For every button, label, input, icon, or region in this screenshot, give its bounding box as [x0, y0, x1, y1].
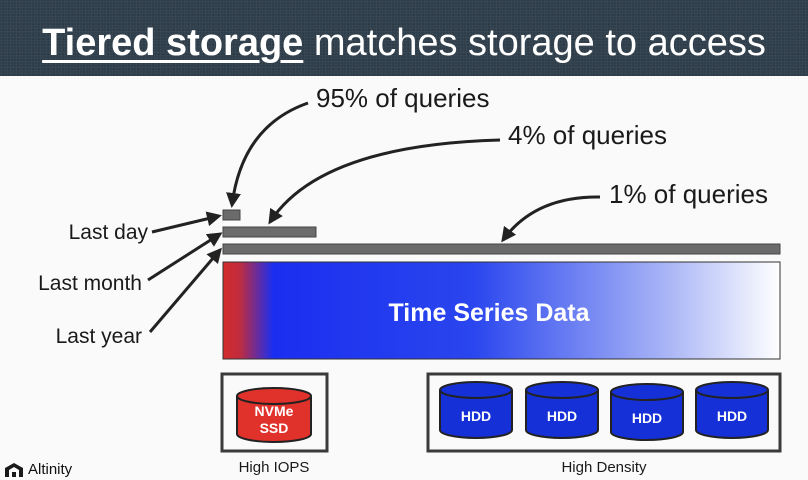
last-month-arrow	[147, 232, 223, 282]
title-rest: matches storage to access	[313, 22, 766, 64]
callout-4-percent: 4% of queries	[508, 120, 667, 150]
hdd-label: HDD	[461, 408, 491, 424]
title-banner: Tiered storage matches storage to access	[0, 0, 808, 76]
high-iops-box	[220, 372, 329, 453]
callout-4-arrow	[268, 138, 501, 225]
altinity-logo: Altinity	[4, 461, 72, 478]
hdd-disk-icon: HDD	[525, 381, 599, 439]
hdd-label: HDD	[632, 410, 662, 426]
last-year-arrow	[148, 247, 222, 333]
hdd-disk-icon: HDD	[695, 381, 769, 439]
callout-95-percent: 95% of queries	[316, 83, 489, 113]
ssd-label: SSD	[260, 420, 289, 436]
last-day-bar	[222, 209, 241, 221]
time-series-data-bar	[222, 261, 781, 360]
nvme-ssd-disk-icon: NVMe SSD	[236, 387, 312, 443]
hdd-disk-icon: HDD	[610, 383, 684, 441]
time-label-last-day: Last day	[69, 221, 149, 244]
high-density-box	[426, 372, 782, 453]
altinity-logo-text: Altinity	[28, 461, 73, 478]
hdd-label: HDD	[717, 408, 747, 424]
callout-95-arrow	[226, 101, 309, 208]
high-iops-label: High IOPS	[239, 459, 310, 476]
last-day-arrow	[151, 211, 222, 234]
nvme-label: NVMe	[255, 403, 294, 419]
callout-1-arrow	[501, 195, 601, 243]
hdd-disk-icon: HDD	[439, 381, 513, 439]
high-density-label: High Density	[561, 459, 647, 476]
callout-1-percent: 1% of queries	[609, 179, 768, 209]
last-month-bar	[222, 226, 317, 238]
altinity-logo-icon	[5, 462, 23, 477]
tiered-storage-diagram: 95% of queries 4% of queries 1% of queri…	[38, 83, 782, 476]
time-label-last-year: Last year	[56, 325, 142, 348]
hdd-label: HDD	[547, 408, 577, 424]
time-label-last-month: Last month	[38, 272, 142, 295]
time-series-data-label: Time Series Data	[388, 299, 590, 327]
slide-title: Tiered storage matches storage to access	[0, 20, 808, 66]
title-emphasis: Tiered storage	[42, 22, 304, 64]
last-year-bar	[222, 243, 781, 255]
